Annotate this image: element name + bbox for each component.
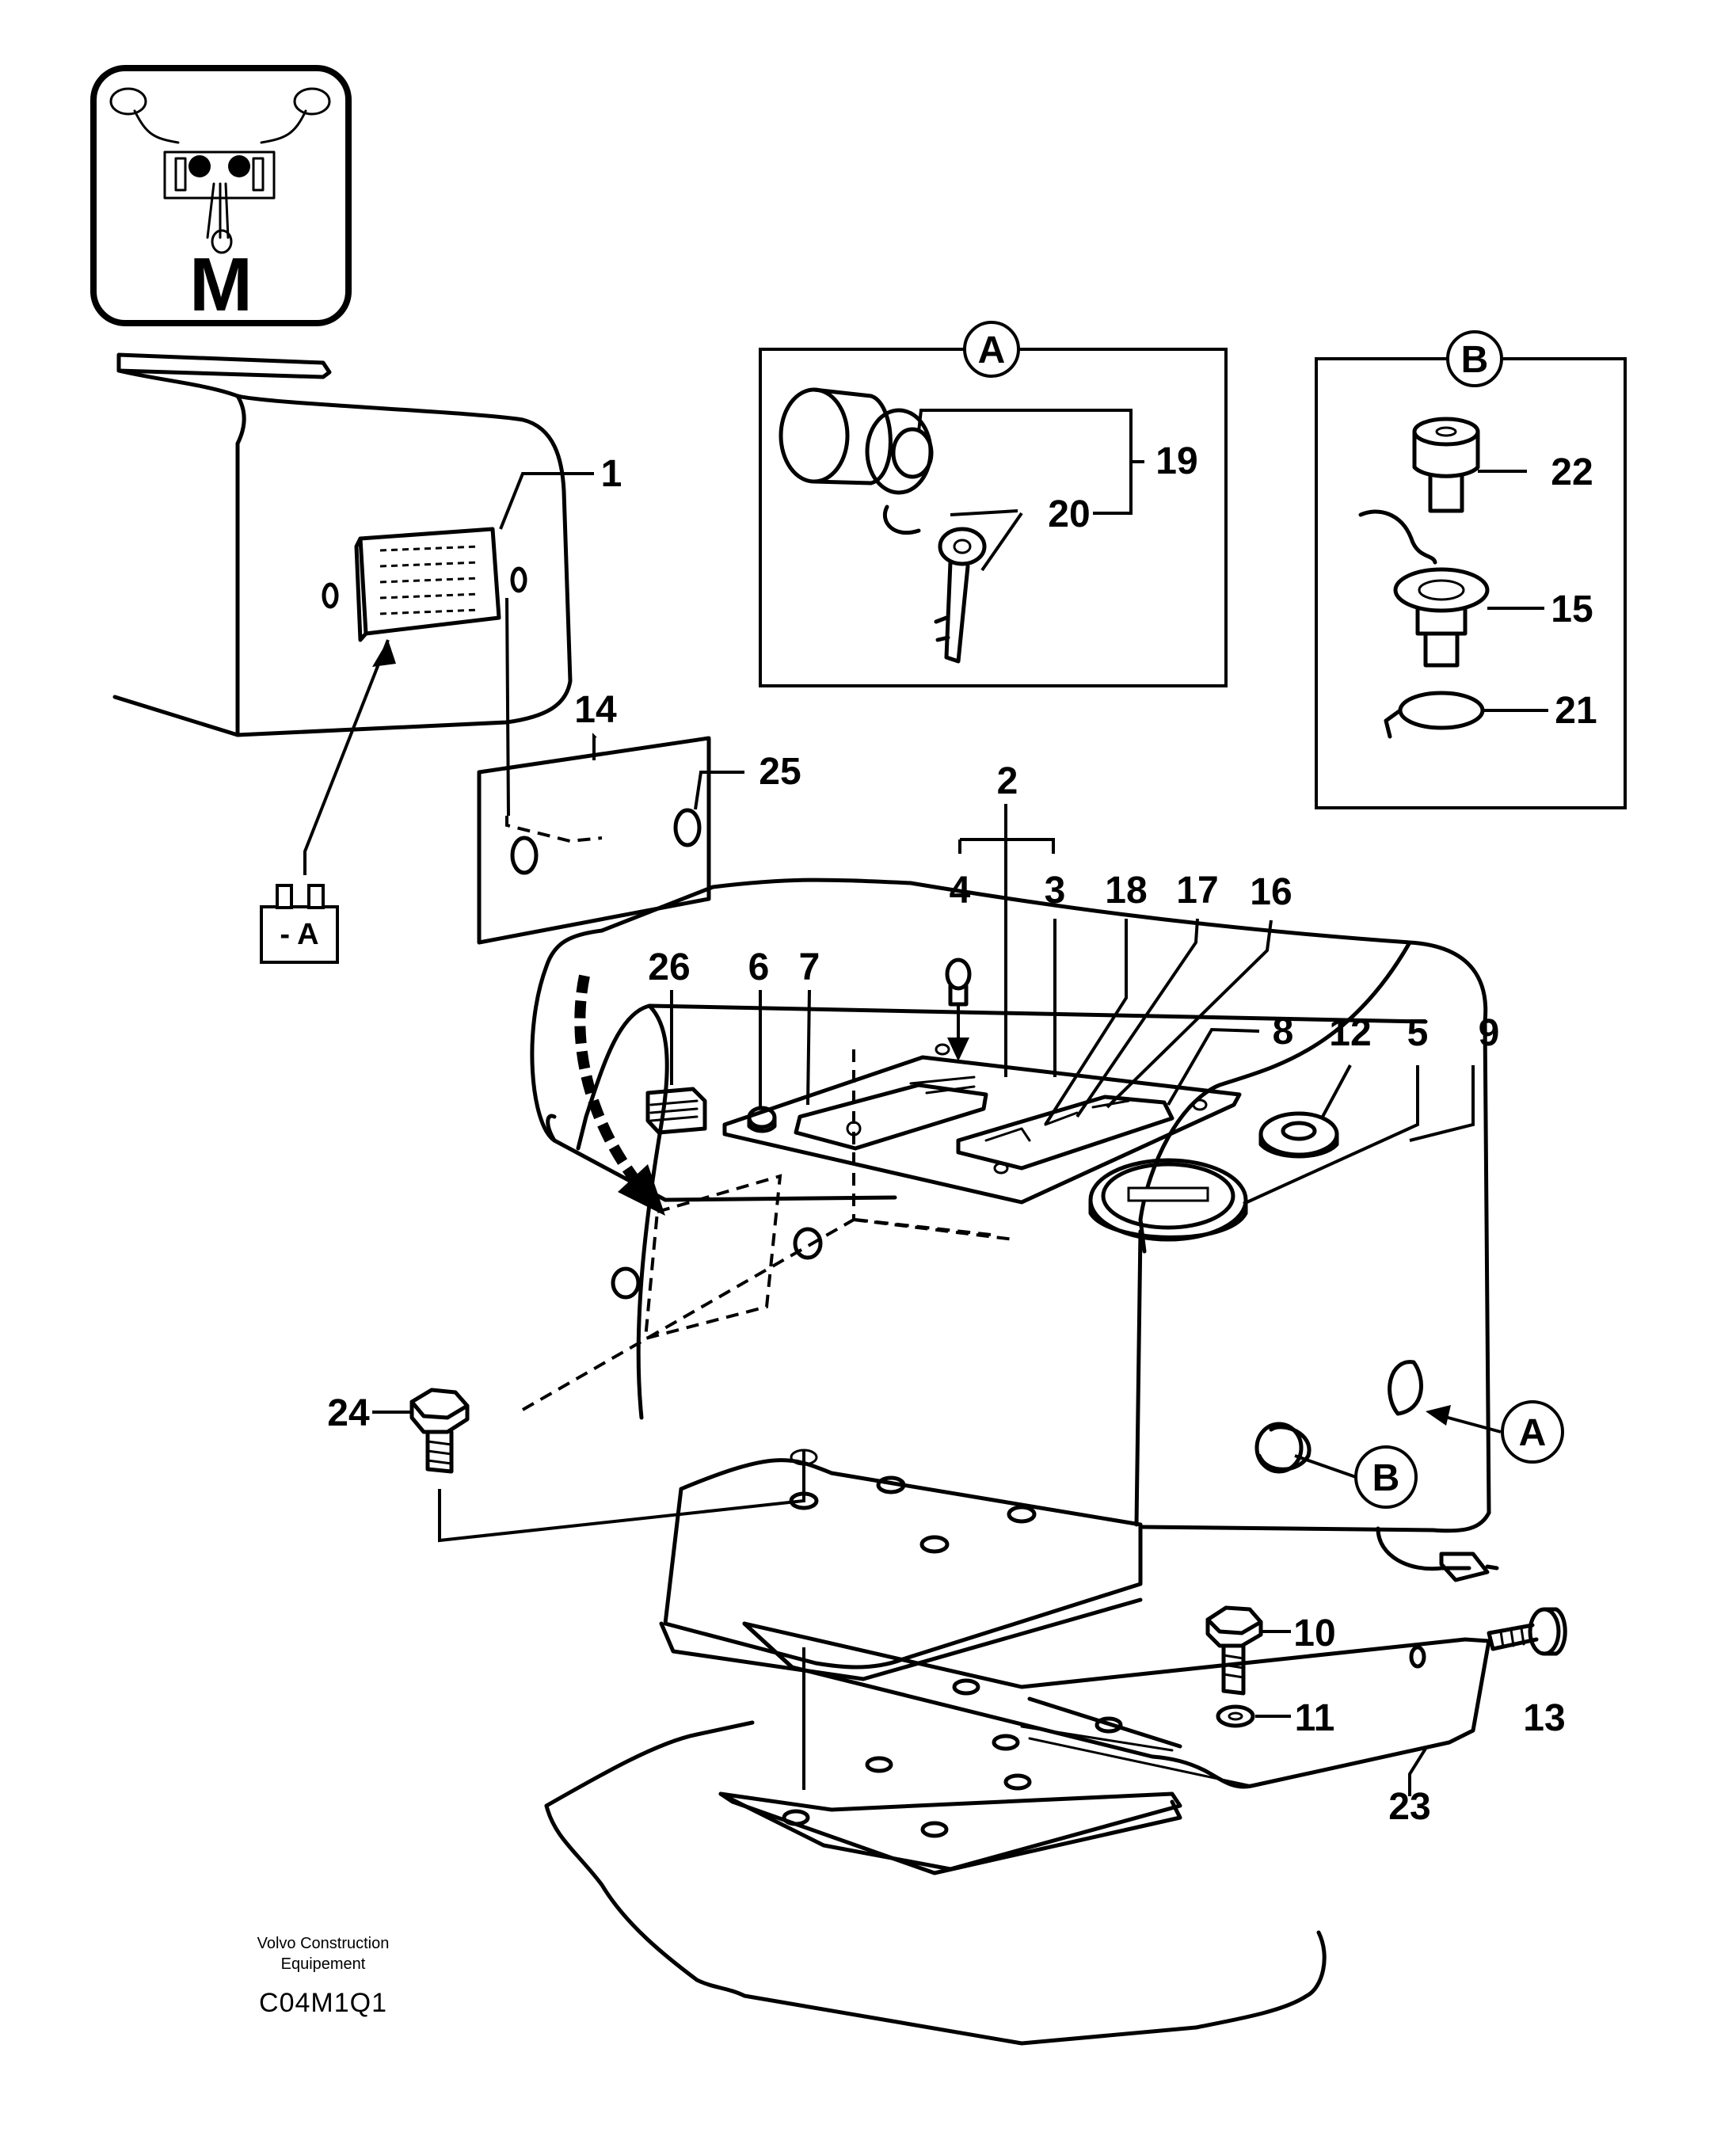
callout-17: 17 xyxy=(1176,870,1218,912)
callout-21: 21 xyxy=(1555,690,1597,732)
cable-plug xyxy=(1376,1526,1499,1582)
bolt-10 xyxy=(1205,1605,1263,1696)
socket-on-housing xyxy=(1254,1422,1312,1474)
manufacturer-line-1: Volvo Construction xyxy=(257,1935,390,1952)
callout-22: 22 xyxy=(1551,451,1593,493)
hour-meter xyxy=(1088,1158,1248,1242)
mounting-bracket xyxy=(742,1621,1491,1789)
callout-12: 12 xyxy=(1329,1012,1371,1054)
indicator-bulb xyxy=(945,958,972,1061)
callout-8: 8 xyxy=(1273,1011,1294,1053)
detail-a-ref: A xyxy=(1519,1412,1547,1454)
screw-13 xyxy=(1487,1607,1567,1656)
panel-screw xyxy=(747,1106,777,1133)
callout-9: 9 xyxy=(1479,1012,1500,1054)
detail-b-ref: B xyxy=(1372,1457,1400,1499)
console-base xyxy=(659,1449,1143,1681)
callout-10: 10 xyxy=(1293,1612,1335,1654)
fuse-label: - A xyxy=(280,918,318,951)
fuse-box xyxy=(354,527,501,642)
leader-1 xyxy=(499,472,594,530)
callout-19: 19 xyxy=(1155,440,1197,482)
joystick-controls-icon xyxy=(109,87,331,254)
callout-24: 24 xyxy=(327,1392,370,1434)
leader-25 xyxy=(694,771,744,810)
retaining-ring-illustration xyxy=(1384,691,1485,739)
detail-b-label: B xyxy=(1461,339,1489,381)
callout-circle-b xyxy=(1354,1445,1418,1509)
callout-7: 7 xyxy=(799,946,820,988)
key-illustration xyxy=(934,527,987,664)
socket-housing-illustration xyxy=(1358,509,1490,668)
bolt-24 xyxy=(409,1388,470,1474)
washer-11 xyxy=(1216,1704,1255,1728)
callout-20: 20 xyxy=(1048,493,1090,535)
callout-11: 11 xyxy=(1295,1697,1335,1739)
ignition-switch-illustration xyxy=(779,387,934,535)
callout-18: 18 xyxy=(1105,870,1147,912)
cover-plate xyxy=(477,597,711,945)
connector-block xyxy=(645,1087,707,1135)
instrument-panel xyxy=(722,1043,1242,1205)
callout-6: 6 xyxy=(748,946,770,988)
fuse-window xyxy=(611,1174,823,1341)
callout-3: 3 xyxy=(1045,870,1066,912)
access-arrow xyxy=(574,974,665,1216)
drawing-code: C04M1Q1 xyxy=(259,1988,387,2018)
detail-b-box: B 22 15 21 xyxy=(1315,330,1627,809)
floor-base xyxy=(544,1720,1327,2046)
callout-13: 13 xyxy=(1523,1697,1565,1739)
ignition-hole xyxy=(1388,1360,1423,1416)
callout-16: 16 xyxy=(1250,871,1292,913)
callout-15: 15 xyxy=(1551,588,1593,630)
footer: Volvo Construction Equipement C04M1Q1 xyxy=(257,1935,390,2018)
manufacturer-line-2: Equipement xyxy=(281,1955,366,1973)
detail-a-label: A xyxy=(978,329,1006,371)
section-letter: M xyxy=(189,242,253,327)
switch-cap xyxy=(1258,1111,1339,1159)
callout-leaders-detail-a xyxy=(917,409,1144,572)
callout-1: 1 xyxy=(601,453,622,495)
callout-circle-a xyxy=(1501,1400,1564,1464)
detail-a-box: A 19 20 xyxy=(759,321,1228,687)
callout-26: 26 xyxy=(648,946,690,988)
callout-23: 23 xyxy=(1388,1786,1430,1828)
callout-4: 4 xyxy=(950,870,971,912)
callout-5: 5 xyxy=(1407,1012,1429,1054)
side-console-housing xyxy=(112,352,573,737)
callout-2: 2 xyxy=(997,760,1018,802)
section-badge: M xyxy=(90,65,352,327)
fuse-symbol: - A xyxy=(260,639,396,964)
callout-25: 25 xyxy=(759,751,801,793)
callout-14: 14 xyxy=(574,689,617,731)
socket-plug-illustration xyxy=(1412,417,1480,513)
